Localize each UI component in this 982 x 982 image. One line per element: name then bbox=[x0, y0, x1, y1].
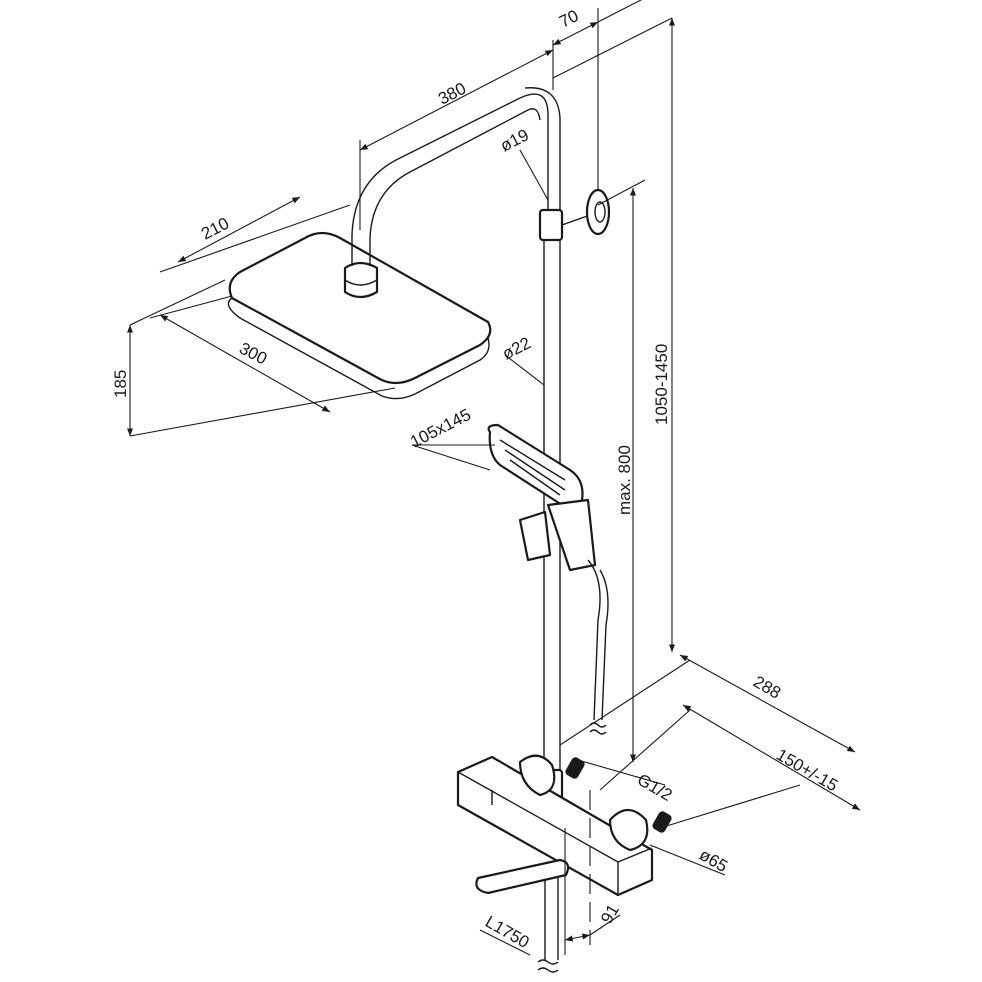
hand-shower bbox=[487, 423, 609, 735]
dim-70: 70 bbox=[556, 6, 581, 32]
overhead-shower-head bbox=[227, 231, 492, 400]
shower-arm bbox=[351, 87, 561, 266]
dim-g12: G1/2 bbox=[634, 770, 675, 805]
dim-o22: ø22 bbox=[499, 333, 534, 363]
dim-150-15: 150+/-15 bbox=[773, 745, 841, 795]
dim-o65: ø65 bbox=[696, 845, 731, 876]
dim-185: 185 bbox=[111, 370, 130, 398]
dim-210: 210 bbox=[198, 214, 232, 244]
dim-max-800: max. 800 bbox=[615, 445, 634, 515]
dim-91: 91 bbox=[597, 901, 623, 927]
dim-300: 300 bbox=[236, 339, 270, 369]
dim-o19: ø19 bbox=[497, 125, 532, 155]
dim-288: 288 bbox=[750, 672, 784, 703]
dim-l1750: L1750 bbox=[482, 912, 532, 952]
thermostat-mixer bbox=[456, 754, 672, 973]
dim-380: 380 bbox=[435, 79, 469, 109]
dim-1050-1450: 1050-1450 bbox=[652, 344, 671, 425]
dimension-lines bbox=[126, 0, 861, 956]
